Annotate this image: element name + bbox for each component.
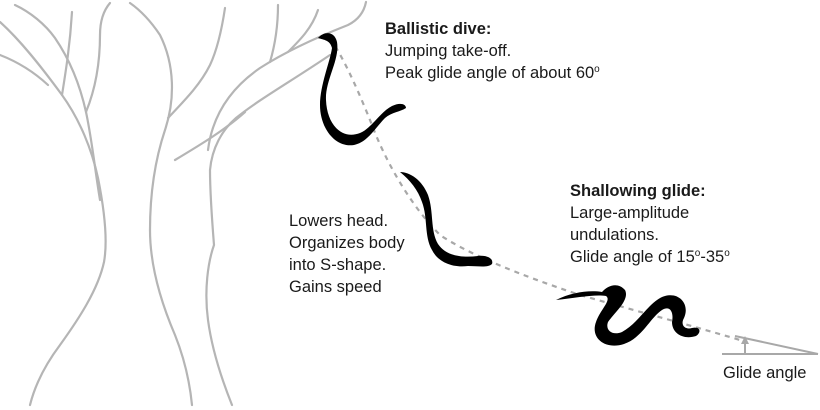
- angle-slope-line: [734, 335, 819, 355]
- snake-ballistic-dive: [318, 33, 406, 146]
- tree-branch-upper-3: [286, 8, 320, 54]
- transition-line4: Gains speed: [289, 278, 382, 296]
- transition-label: Lowers head. Organizes body into S-shape…: [289, 210, 405, 298]
- tree-branch-upper: [206, 0, 368, 152]
- ballistic-dive-line2-text: Peak glide angle of about 60: [385, 64, 595, 82]
- tree-trunk-right: [205, 53, 332, 407]
- transition-line1: Lowers head.: [289, 212, 389, 230]
- degree-sup: o: [594, 64, 600, 75]
- snake-undulating: [556, 285, 700, 346]
- shallowing-line3-a: Glide angle of 15: [570, 248, 695, 266]
- ballistic-dive-title: Ballistic dive:: [385, 20, 492, 38]
- transition-line3: into S-shape.: [289, 256, 387, 274]
- ballistic-dive-label: Ballistic dive: Jumping take-off. Peak g…: [385, 18, 600, 84]
- degree-sup-2: o: [724, 248, 730, 259]
- tree-branch-left-2: [60, 10, 74, 97]
- tree-branch-middle: [128, 1, 174, 232]
- tree-branch-upper-2: [268, 3, 280, 64]
- glide-trajectory: [329, 37, 741, 342]
- transition-line2: Organizes body: [289, 234, 405, 252]
- ballistic-dive-line2: Peak glide angle of about 60o: [385, 62, 600, 84]
- angle-arrowhead: [741, 336, 749, 344]
- tree-branch-left-4: [0, 53, 50, 87]
- glide-angle-indicator: [722, 335, 819, 355]
- shallowing-line1: Large-amplitude: [570, 204, 690, 222]
- tree-trunk-inner: [148, 228, 194, 407]
- degree-sup-1: o: [694, 248, 701, 259]
- tree-branch-middle-2: [166, 6, 227, 120]
- shallowing-glide-label: Shallowing glide: Large-amplitude undula…: [570, 180, 730, 268]
- tree-branch-middle-3: [173, 110, 247, 162]
- shallowing-glide-title: Shallowing glide:: [570, 182, 706, 200]
- ballistic-dive-line1: Jumping take-off.: [385, 42, 512, 60]
- shallowing-line3-b: -35: [700, 248, 725, 266]
- shallowing-line3: Glide angle of 15o-35o: [570, 246, 730, 268]
- tree: [0, 0, 368, 407]
- tree-branch-left-3: [84, 1, 112, 114]
- snake-s-shape: [400, 172, 493, 267]
- glide-angle-label: Glide angle: [723, 364, 807, 382]
- tree-trunk-left: [0, 20, 107, 407]
- shallowing-line2: undulations.: [570, 226, 659, 244]
- tree-branch-left: [13, 3, 102, 202]
